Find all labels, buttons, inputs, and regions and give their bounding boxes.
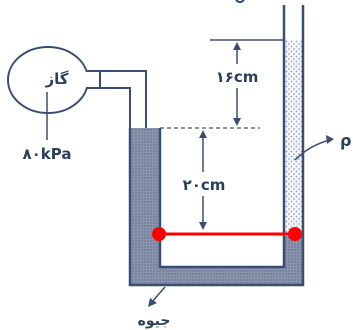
red-marker-right-dot: [288, 227, 302, 241]
top-letter-fragment: [235, 0, 245, 3]
mercury-pointer: [148, 286, 166, 307]
gas-label: گاز: [45, 70, 69, 88]
right-liquid-fill: [284, 40, 303, 236]
red-marker-left-dot: [152, 227, 166, 241]
pressure-label: ۸۰kPa: [23, 145, 72, 163]
red-level-marker: [152, 227, 302, 241]
dimension-label-lower: ۲۰cm: [183, 176, 226, 194]
right-liquid-pointer: [294, 135, 334, 161]
gas-pipe: [100, 70, 147, 128]
mercury-label: جیوه: [138, 313, 171, 329]
u-tube-outline: [128, 5, 305, 287]
liquid-symbol-label: ρ: [340, 131, 351, 150]
dimension-label-upper: ۱۶cm: [216, 68, 259, 86]
mercury-fill: [130, 128, 303, 285]
gas-bulb: [7, 46, 101, 114]
